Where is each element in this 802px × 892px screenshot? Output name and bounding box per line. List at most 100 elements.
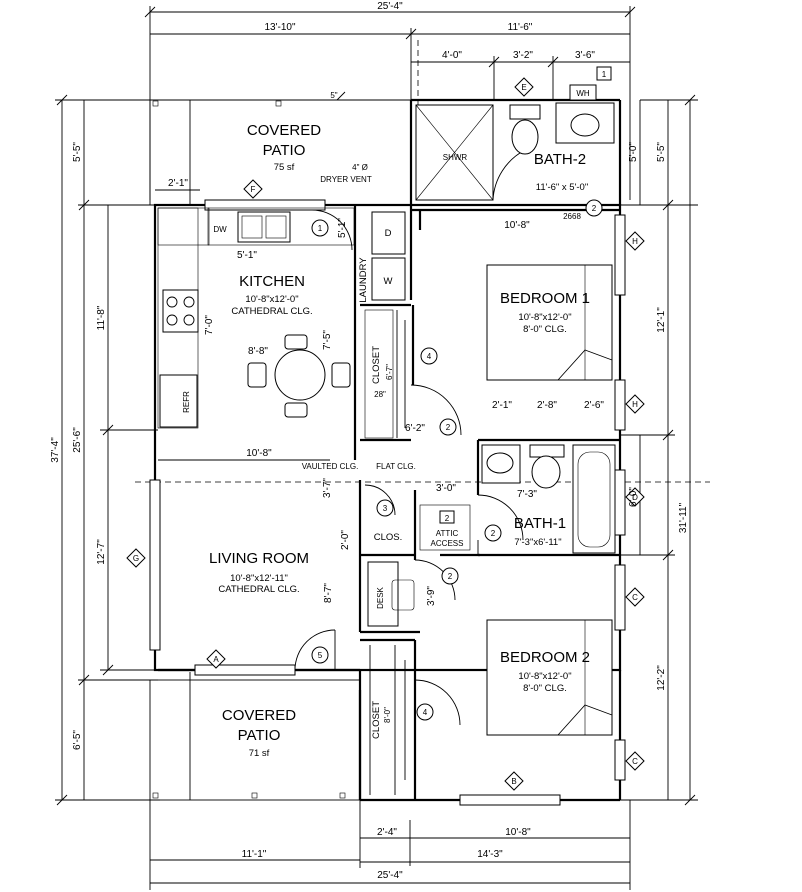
dryer-label: D bbox=[385, 228, 392, 239]
svg-text:5: 5 bbox=[318, 651, 323, 660]
patio-bottom-title: COVERED bbox=[222, 707, 296, 724]
washer-label: W bbox=[384, 276, 393, 287]
dimension-lines bbox=[55, 6, 698, 890]
patio-top-title: COVERED bbox=[247, 122, 321, 139]
svg-text:2'-8": 2'-8" bbox=[537, 400, 557, 411]
clos-label: CLOS. bbox=[374, 532, 403, 543]
svg-text:4'-0": 4'-0" bbox=[442, 50, 462, 61]
svg-text:3'-7": 3'-7" bbox=[322, 478, 333, 498]
bedroom2-ceiling: 8'-0" CLG. bbox=[523, 683, 567, 694]
window-tag-e bbox=[514, 77, 534, 97]
tag-text: E F H H D G A C C B 1 2 2 2 2 3 4 4 5 1 bbox=[133, 70, 638, 786]
window-tag-c2 bbox=[625, 751, 645, 771]
svg-text:8'-8": 8'-8" bbox=[248, 346, 268, 357]
bedroom1-title: BEDROOM 1 bbox=[500, 290, 590, 307]
svg-text:31'-11": 31'-11" bbox=[678, 502, 689, 533]
svg-text:H: H bbox=[632, 237, 638, 246]
bedroom1-size: 10'-8"x12'-0" bbox=[518, 312, 571, 323]
svg-text:4: 4 bbox=[427, 352, 432, 361]
closet1-size: 6'-7" bbox=[385, 364, 394, 380]
svg-text:2: 2 bbox=[448, 572, 453, 581]
bed-1 bbox=[486, 264, 613, 381]
water-heater bbox=[569, 84, 597, 101]
svg-text:28": 28" bbox=[374, 390, 386, 399]
attic-line1: ATTIC bbox=[436, 529, 459, 538]
svg-text:4: 4 bbox=[423, 708, 428, 717]
svg-text:11'-6": 11'-6" bbox=[508, 22, 533, 33]
vent-label2: DRYER VENT bbox=[320, 175, 372, 184]
svg-text:3'-9": 3'-9" bbox=[426, 586, 437, 606]
window-tag-b bbox=[504, 771, 524, 791]
bath2-title: BATH-2 bbox=[534, 151, 586, 168]
window-tag-g bbox=[126, 548, 146, 568]
svg-text:B: B bbox=[511, 777, 516, 786]
kitchen-sink bbox=[237, 211, 291, 243]
svg-text:12'-1": 12'-1" bbox=[656, 307, 667, 333]
bed-2 bbox=[486, 619, 613, 736]
toilet-tank bbox=[509, 104, 541, 120]
windows bbox=[149, 199, 626, 806]
living-title: LIVING ROOM bbox=[209, 550, 309, 567]
dryer bbox=[371, 211, 406, 255]
svg-text:5'-1": 5'-1" bbox=[337, 218, 348, 238]
door-code: 2668 bbox=[563, 212, 581, 221]
svg-text:3'-0": 3'-0" bbox=[436, 483, 456, 494]
flat-note: FLAT CLG. bbox=[376, 462, 416, 471]
tags bbox=[126, 77, 645, 791]
bath1-title: BATH-1 bbox=[514, 515, 566, 532]
svg-text:C: C bbox=[632, 593, 638, 602]
svg-text:10'-8": 10'-8" bbox=[505, 827, 531, 838]
bedroom1-ceiling: 8'-0" CLG. bbox=[523, 324, 567, 335]
svg-text:D: D bbox=[632, 493, 638, 502]
svg-text:14'-3": 14'-3" bbox=[477, 849, 503, 860]
svg-text:6'-0": 6'-0" bbox=[628, 487, 639, 507]
kitchen-size: 10'-8"x12'-0" bbox=[245, 294, 298, 305]
desk-label: DESK bbox=[376, 586, 385, 608]
bath1-fixtures bbox=[477, 444, 616, 555]
svg-text:12'-7": 12'-7" bbox=[96, 539, 107, 565]
window-tag-d bbox=[625, 487, 645, 507]
svg-text:E: E bbox=[521, 83, 526, 92]
stove bbox=[162, 289, 199, 333]
bath2-size: 11'-6" x 5'-0" bbox=[536, 182, 588, 193]
svg-text:7'-5": 7'-5" bbox=[322, 330, 333, 350]
refrigerator bbox=[159, 374, 198, 428]
svg-text:2: 2 bbox=[491, 529, 496, 538]
svg-text:C: C bbox=[632, 757, 638, 766]
desk bbox=[367, 561, 399, 627]
patio-bottom-title2: PATIO bbox=[238, 727, 281, 744]
closet2-size: 8'-0" bbox=[383, 707, 392, 723]
svg-text:5'-0": 5'-0" bbox=[628, 142, 639, 162]
svg-text:1: 1 bbox=[602, 70, 607, 79]
patio-top-title2: PATIO bbox=[263, 142, 306, 159]
svg-text:10'-8": 10'-8" bbox=[504, 220, 530, 231]
interior-walls bbox=[158, 205, 620, 800]
door-tag bbox=[585, 199, 603, 217]
vaulted-note: VAULTED CLG. bbox=[302, 462, 359, 471]
dimension-text: 25'-4" 13'-10" 11'-6" 4'-0" 3'-2" 3'-6" … bbox=[50, 1, 689, 881]
bath2-sink bbox=[570, 113, 600, 137]
bedroom2-title: BEDROOM 2 bbox=[500, 649, 590, 666]
svg-text:2: 2 bbox=[592, 204, 597, 213]
svg-text:2: 2 bbox=[446, 423, 451, 432]
svg-text:G: G bbox=[133, 554, 139, 563]
window-tag-f bbox=[243, 179, 263, 199]
svg-text:5'-5": 5'-5" bbox=[656, 142, 667, 162]
refr-label: REFR bbox=[182, 391, 191, 413]
toilet-bowl bbox=[511, 119, 539, 155]
svg-text:7'-3": 7'-3" bbox=[517, 489, 537, 500]
window-tag-a bbox=[206, 649, 226, 669]
svg-text:2'-1": 2'-1" bbox=[168, 178, 188, 189]
svg-text:F: F bbox=[251, 185, 256, 194]
svg-text:3'-2": 3'-2" bbox=[513, 50, 533, 61]
svg-text:6'-5": 6'-5" bbox=[72, 730, 83, 750]
attic-line2: ACCESS bbox=[431, 539, 464, 548]
dw-label: DW bbox=[213, 225, 227, 234]
dining-table bbox=[274, 349, 326, 401]
svg-text:13'-10": 13'-10" bbox=[264, 22, 295, 33]
svg-text:5": 5" bbox=[330, 91, 337, 100]
bathtub bbox=[572, 444, 616, 554]
kitchen-title: KITCHEN bbox=[239, 273, 305, 290]
kitchen-fixtures bbox=[157, 207, 462, 439]
